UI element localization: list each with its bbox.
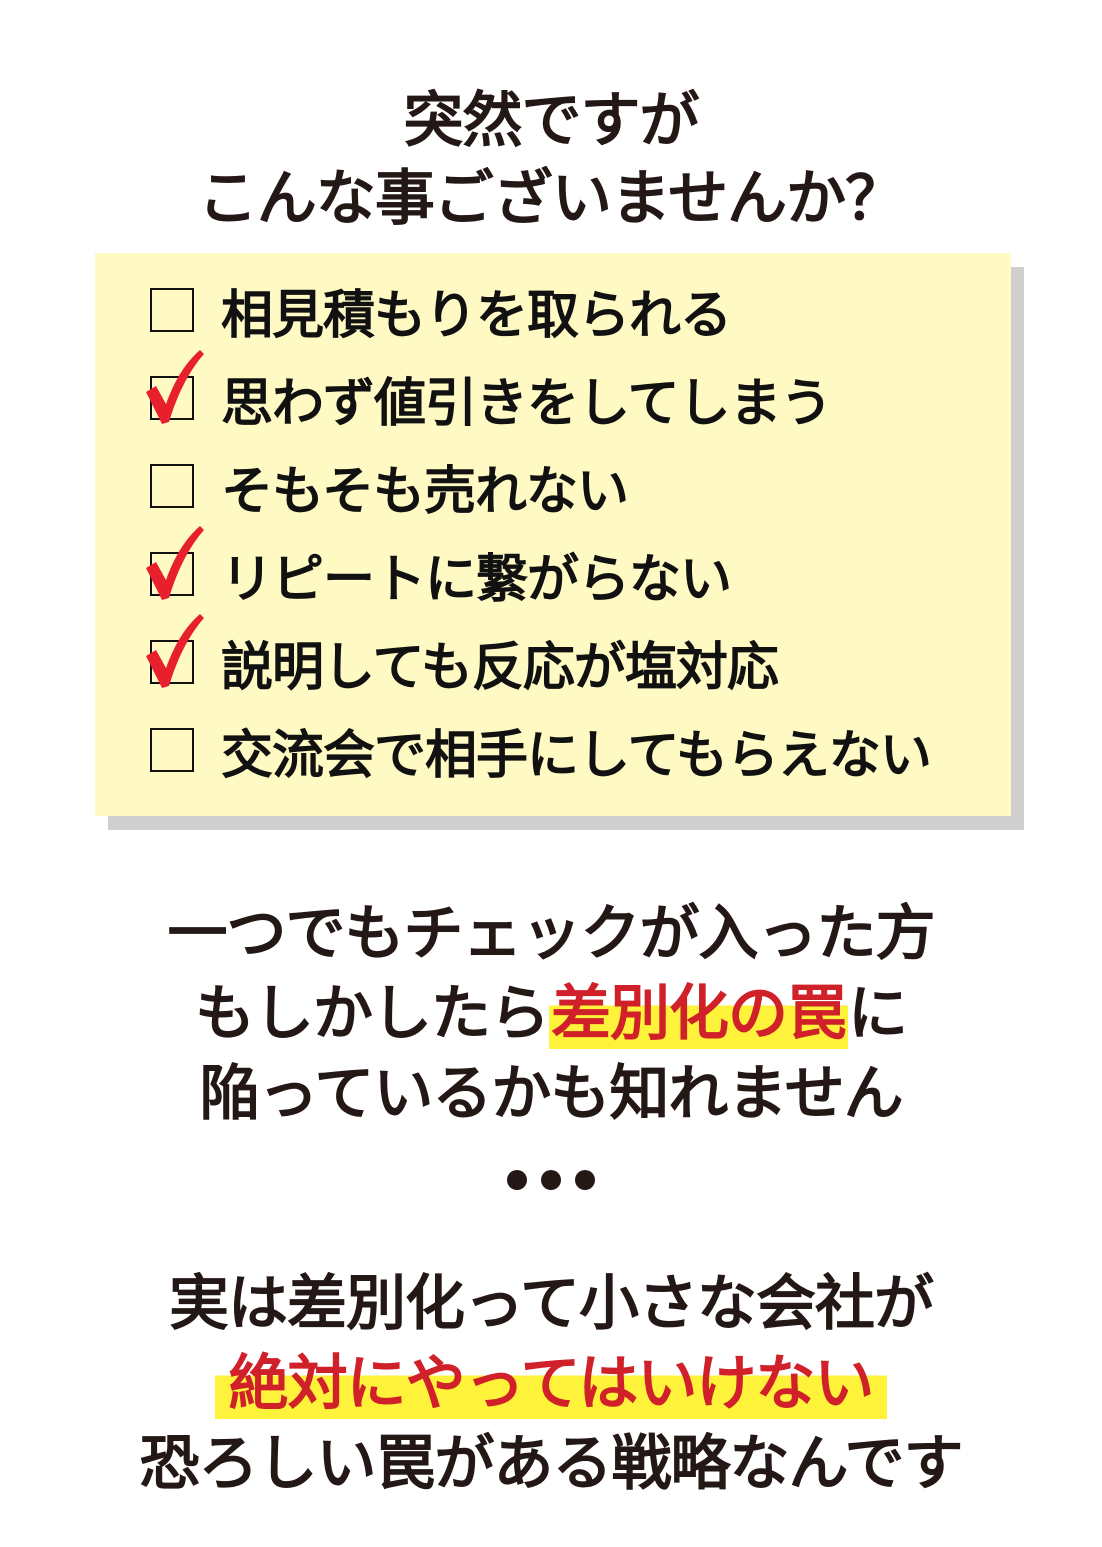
checklist-item: 相見積もりを取られる [150, 280, 732, 346]
heading-line-2: こんな事ございませんか？ [197, 164, 905, 234]
checkbox-unchecked[interactable] [150, 288, 194, 332]
red-check-icon [146, 350, 204, 424]
dot [507, 1170, 527, 1190]
message1-line-2-pre: もしかしたら [195, 979, 550, 1049]
checklist-item-label: 思わず値引きをしてしまう [221, 373, 832, 434]
red-check-icon [146, 526, 204, 600]
dot [575, 1170, 595, 1190]
checklist-item-label: そもそも売れない [221, 461, 629, 522]
checkbox-checked[interactable] [146, 614, 204, 688]
red-check-icon [146, 614, 204, 688]
checklist-item: そもそも売れない [150, 456, 629, 522]
checklist-box: 相見積もりを取られる思わず値引きをしてしまうそもそも売れないリピートに繋がらない… [95, 253, 1011, 816]
message2-line-3: 恐ろしい罠がある戦略なんです [139, 1429, 964, 1499]
message2-line-1: 実は差別化って小さな会社が [169, 1269, 934, 1339]
checkbox-unchecked[interactable] [150, 728, 194, 772]
heading-line-1: 突然ですが [403, 86, 700, 156]
checklist-item: 説明しても反応が塩対応 [146, 614, 779, 698]
checklist-item-label: 説明しても反応が塩対応 [221, 637, 779, 698]
highlight-never-do: 絶対にやってはいけない [214, 1349, 888, 1419]
message1-line-3: 陥っているかも知れません [199, 1059, 903, 1129]
message2-line-2: 絶対にやってはいけない [0, 1335, 1102, 1422]
checkbox-unchecked[interactable] [150, 464, 194, 508]
checklist-item: 交流会で相手にしてもらえない [150, 720, 932, 786]
message1-line-2-post: に [848, 979, 908, 1049]
checklist-item-label: リピートに繋がらない [221, 549, 732, 610]
message1-line-2: もしかしたら差別化の罠に [0, 965, 1102, 1052]
checklist-item-label: 相見積もりを取られる [221, 285, 732, 346]
dot [541, 1170, 561, 1190]
checklist-item-label: 交流会で相手にしてもらえない [221, 725, 932, 786]
checklist-item: リピートに繋がらない [146, 526, 732, 610]
checkbox-checked[interactable] [146, 526, 204, 600]
highlight-differentiation-trap: 差別化の罠 [549, 979, 848, 1049]
checklist-item: 思わず値引きをしてしまう [146, 350, 832, 434]
ellipsis-dots [0, 1170, 1102, 1190]
checkbox-checked[interactable] [146, 350, 204, 424]
message1-line-1: 一つでもチェックが入った方 [167, 899, 936, 969]
